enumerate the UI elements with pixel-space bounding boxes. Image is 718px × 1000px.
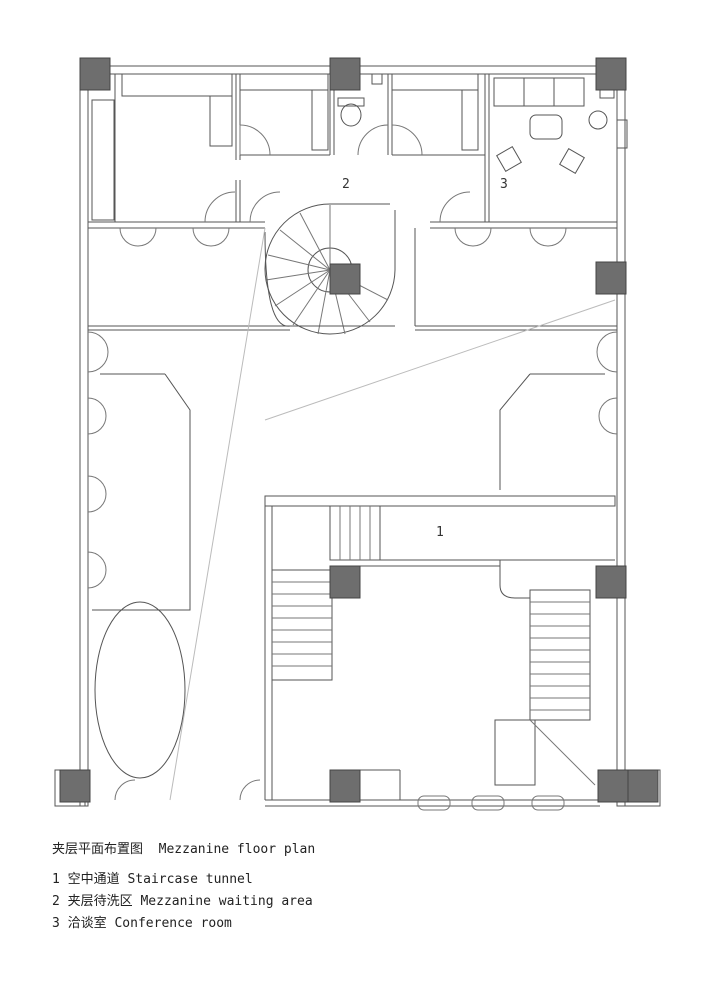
legend-item-1: 1 空中通道 Staircase tunnel: [52, 872, 253, 887]
room-number-1: 1: [436, 525, 444, 540]
column-icon: [59, 57, 659, 803]
legend-item-3: 3 洽谈室 Conference room: [52, 916, 232, 931]
top-room-walls: [88, 73, 617, 229]
chair-icon: [496, 146, 585, 174]
sofa-icon: [493, 77, 628, 149]
door-swing-icon: [114, 124, 471, 801]
outer-walls: [54, 65, 661, 807]
oval-feature: [94, 601, 186, 779]
toilet-icon: [337, 73, 383, 127]
plan-title: 夹层平面布置图 Mezzanine floor plan: [52, 842, 316, 857]
staircase-tunnel: [264, 495, 616, 800]
corridor-edges: [88, 227, 617, 801]
room-number-3: 3: [500, 177, 508, 192]
mezzanine-floor-plan: 1 2 3: [54, 57, 661, 811]
room-number-2: 2: [342, 177, 350, 192]
legend-item-2: 2 夹层待洗区 Mezzanine waiting area: [52, 894, 313, 909]
caption: 夹层平面布置图 Mezzanine floor plan 1 空中通道 Stai…: [52, 838, 315, 934]
light-fixture-icon: [87, 227, 618, 811]
